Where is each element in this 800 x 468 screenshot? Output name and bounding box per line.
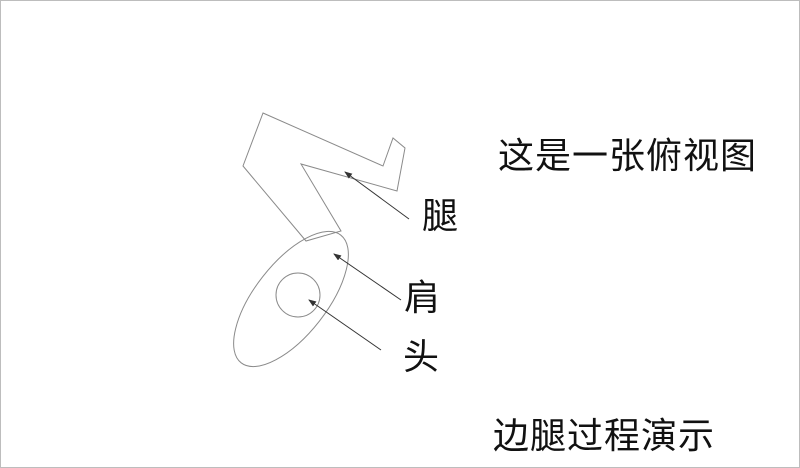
diagram-title: 这是一张俯视图 [498,136,758,177]
head-pointer-arrow [308,299,382,351]
leg-pointer-arrow [344,171,410,220]
head-outline [275,272,321,318]
shoulder-label: 肩 [404,278,441,319]
leg-outline [242,112,406,242]
head-label: 头 [403,337,440,378]
shoulder-outline [233,230,349,368]
leg-label: 腿 [422,196,459,237]
diagram-caption: 边腿过程演示 [493,416,716,457]
shoulder-pointer-arrow [333,253,402,301]
